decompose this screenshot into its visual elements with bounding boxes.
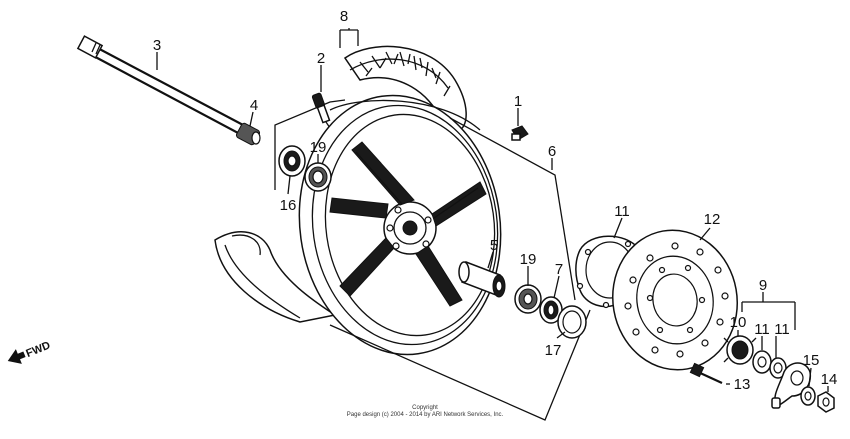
callout-12: 11 bbox=[614, 203, 630, 220]
assembly-bracket bbox=[274, 29, 591, 421]
callout-1: 1 bbox=[514, 93, 522, 110]
callout-13: 12 bbox=[704, 211, 721, 228]
callout-18: 17 bbox=[545, 342, 562, 359]
part-17-seal[interactable] bbox=[278, 145, 306, 177]
disc-holes bbox=[624, 242, 729, 358]
part-13-disc[interactable] bbox=[602, 220, 748, 379]
part-19-bearing-right[interactable] bbox=[514, 284, 542, 314]
callout-labels: 8 2 3 4 1 6 19 16 5 19 7 17 11 12 9 10 1… bbox=[153, 8, 838, 393]
fwd-arrow-icon bbox=[7, 349, 26, 364]
part-11-retainer[interactable] bbox=[752, 350, 787, 379]
part-1-weight[interactable] bbox=[511, 125, 529, 141]
callout-7: 7 bbox=[555, 261, 563, 278]
bracket-9 bbox=[741, 301, 796, 330]
part-14-bolt[interactable] bbox=[689, 362, 723, 384]
part-8-tire-lower[interactable] bbox=[214, 231, 337, 323]
callout-19-left: 19 bbox=[310, 139, 327, 156]
leader-lines bbox=[156, 28, 829, 392]
fwd-label: FWD bbox=[24, 339, 52, 360]
callout-9: 9 bbox=[759, 277, 767, 294]
callout-11-a: 11 bbox=[754, 321, 770, 338]
copyright-line2: Page design (c) 2004 - 2014 by ARI Netwo… bbox=[347, 412, 504, 418]
part-3-axle[interactable] bbox=[76, 35, 246, 135]
part-5-collar[interactable] bbox=[458, 260, 506, 298]
copyright-block: Copyright Page design (c) 2004 - 2014 by… bbox=[347, 405, 504, 418]
callout-6: 6 bbox=[548, 143, 556, 160]
callout-14: 13 bbox=[734, 376, 751, 393]
part-16-washer[interactable] bbox=[800, 386, 816, 406]
fwd-indicator: FWD bbox=[7, 339, 52, 364]
callout-17: 16 bbox=[280, 197, 297, 214]
part-6-wheel[interactable] bbox=[283, 82, 517, 367]
callout-10: 10 bbox=[730, 314, 747, 331]
callout-11-b: 11 bbox=[774, 321, 790, 338]
callout-16: 15 bbox=[803, 352, 820, 369]
callout-3: 3 bbox=[153, 37, 161, 54]
callout-2: 2 bbox=[317, 50, 325, 67]
callout-4: 4 bbox=[250, 97, 258, 114]
part-18-oring[interactable] bbox=[557, 305, 587, 339]
callout-15: 14 bbox=[821, 371, 838, 388]
part-2-valve[interactable] bbox=[311, 92, 331, 129]
part-10-gearbox[interactable] bbox=[723, 335, 757, 365]
part-15-nut[interactable] bbox=[817, 391, 835, 413]
part-9-gearbox-housing[interactable] bbox=[771, 362, 812, 409]
callout-19-right: 19 bbox=[520, 251, 537, 268]
part-4-spacer[interactable] bbox=[235, 122, 261, 146]
copyright-line1: Copyright bbox=[412, 405, 438, 411]
part-19-bearing-left[interactable] bbox=[304, 162, 332, 192]
callout-8: 8 bbox=[340, 8, 348, 25]
callout-5: 5 bbox=[490, 237, 498, 254]
